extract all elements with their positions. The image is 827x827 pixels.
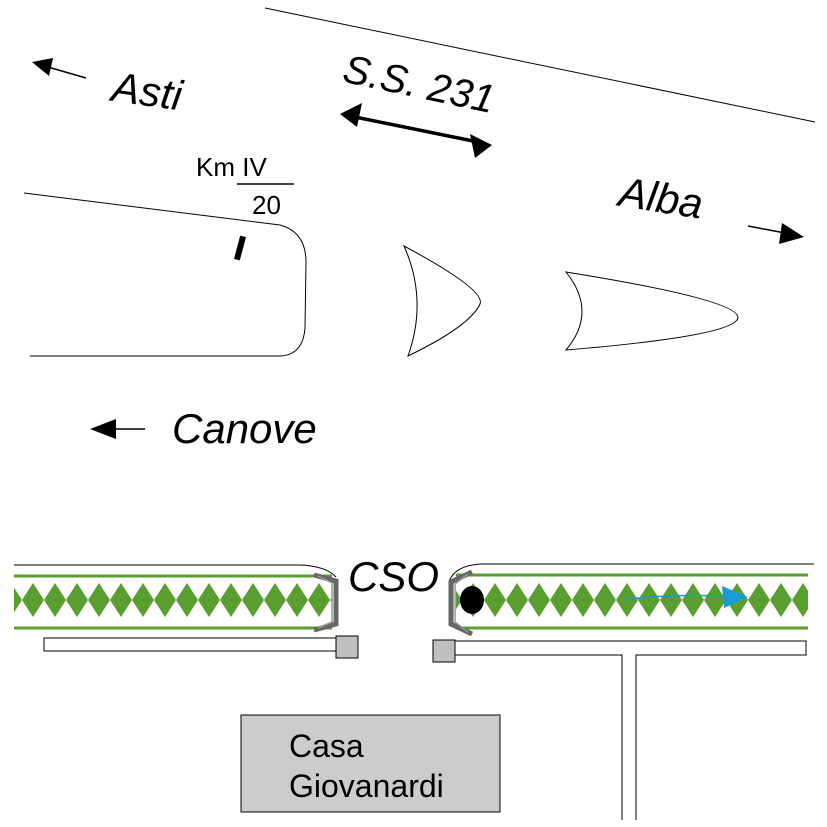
house-label-line1: Casa	[289, 728, 364, 764]
vegetation-west-pattern	[14, 572, 332, 632]
road-direction-arrow-icon	[340, 103, 492, 158]
barrier-west-icon	[313, 572, 339, 633]
asti-label: Asti	[106, 63, 186, 120]
km-marker-icon	[233, 235, 247, 261]
road-edge-south	[23, 192, 307, 357]
traffic-island-west	[402, 244, 481, 357]
gate-dot-icon	[460, 586, 484, 614]
channel-wall-west-top	[14, 564, 337, 578]
pillar-west	[335, 635, 359, 659]
wall-west-lower	[43, 637, 337, 652]
km-label-top: Km IV	[196, 152, 267, 182]
barrier-east-icon	[448, 569, 474, 637]
road-name-label: S.S. 231	[339, 47, 498, 122]
flow-arrow-icon	[623, 586, 748, 608]
alba-arrow-icon	[747, 223, 804, 244]
canove-label: Canove	[172, 405, 317, 452]
house-casa-giovanardi	[240, 714, 501, 813]
canove-arrow-icon	[90, 419, 145, 439]
wall-east-lower	[455, 640, 807, 820]
pillar-east	[432, 639, 456, 663]
vegetation-east-pattern	[456, 572, 808, 632]
km-label-bottom: 20	[252, 190, 281, 220]
house-label-line2: Giovanardi	[289, 768, 444, 804]
channel-wall-east-top	[448, 563, 814, 583]
alba-label: Alba	[613, 168, 706, 228]
road-edge-north	[264, 7, 816, 123]
cso-label: CSO	[348, 553, 439, 600]
asti-arrow-icon	[32, 58, 87, 79]
traffic-island-east	[564, 271, 739, 351]
